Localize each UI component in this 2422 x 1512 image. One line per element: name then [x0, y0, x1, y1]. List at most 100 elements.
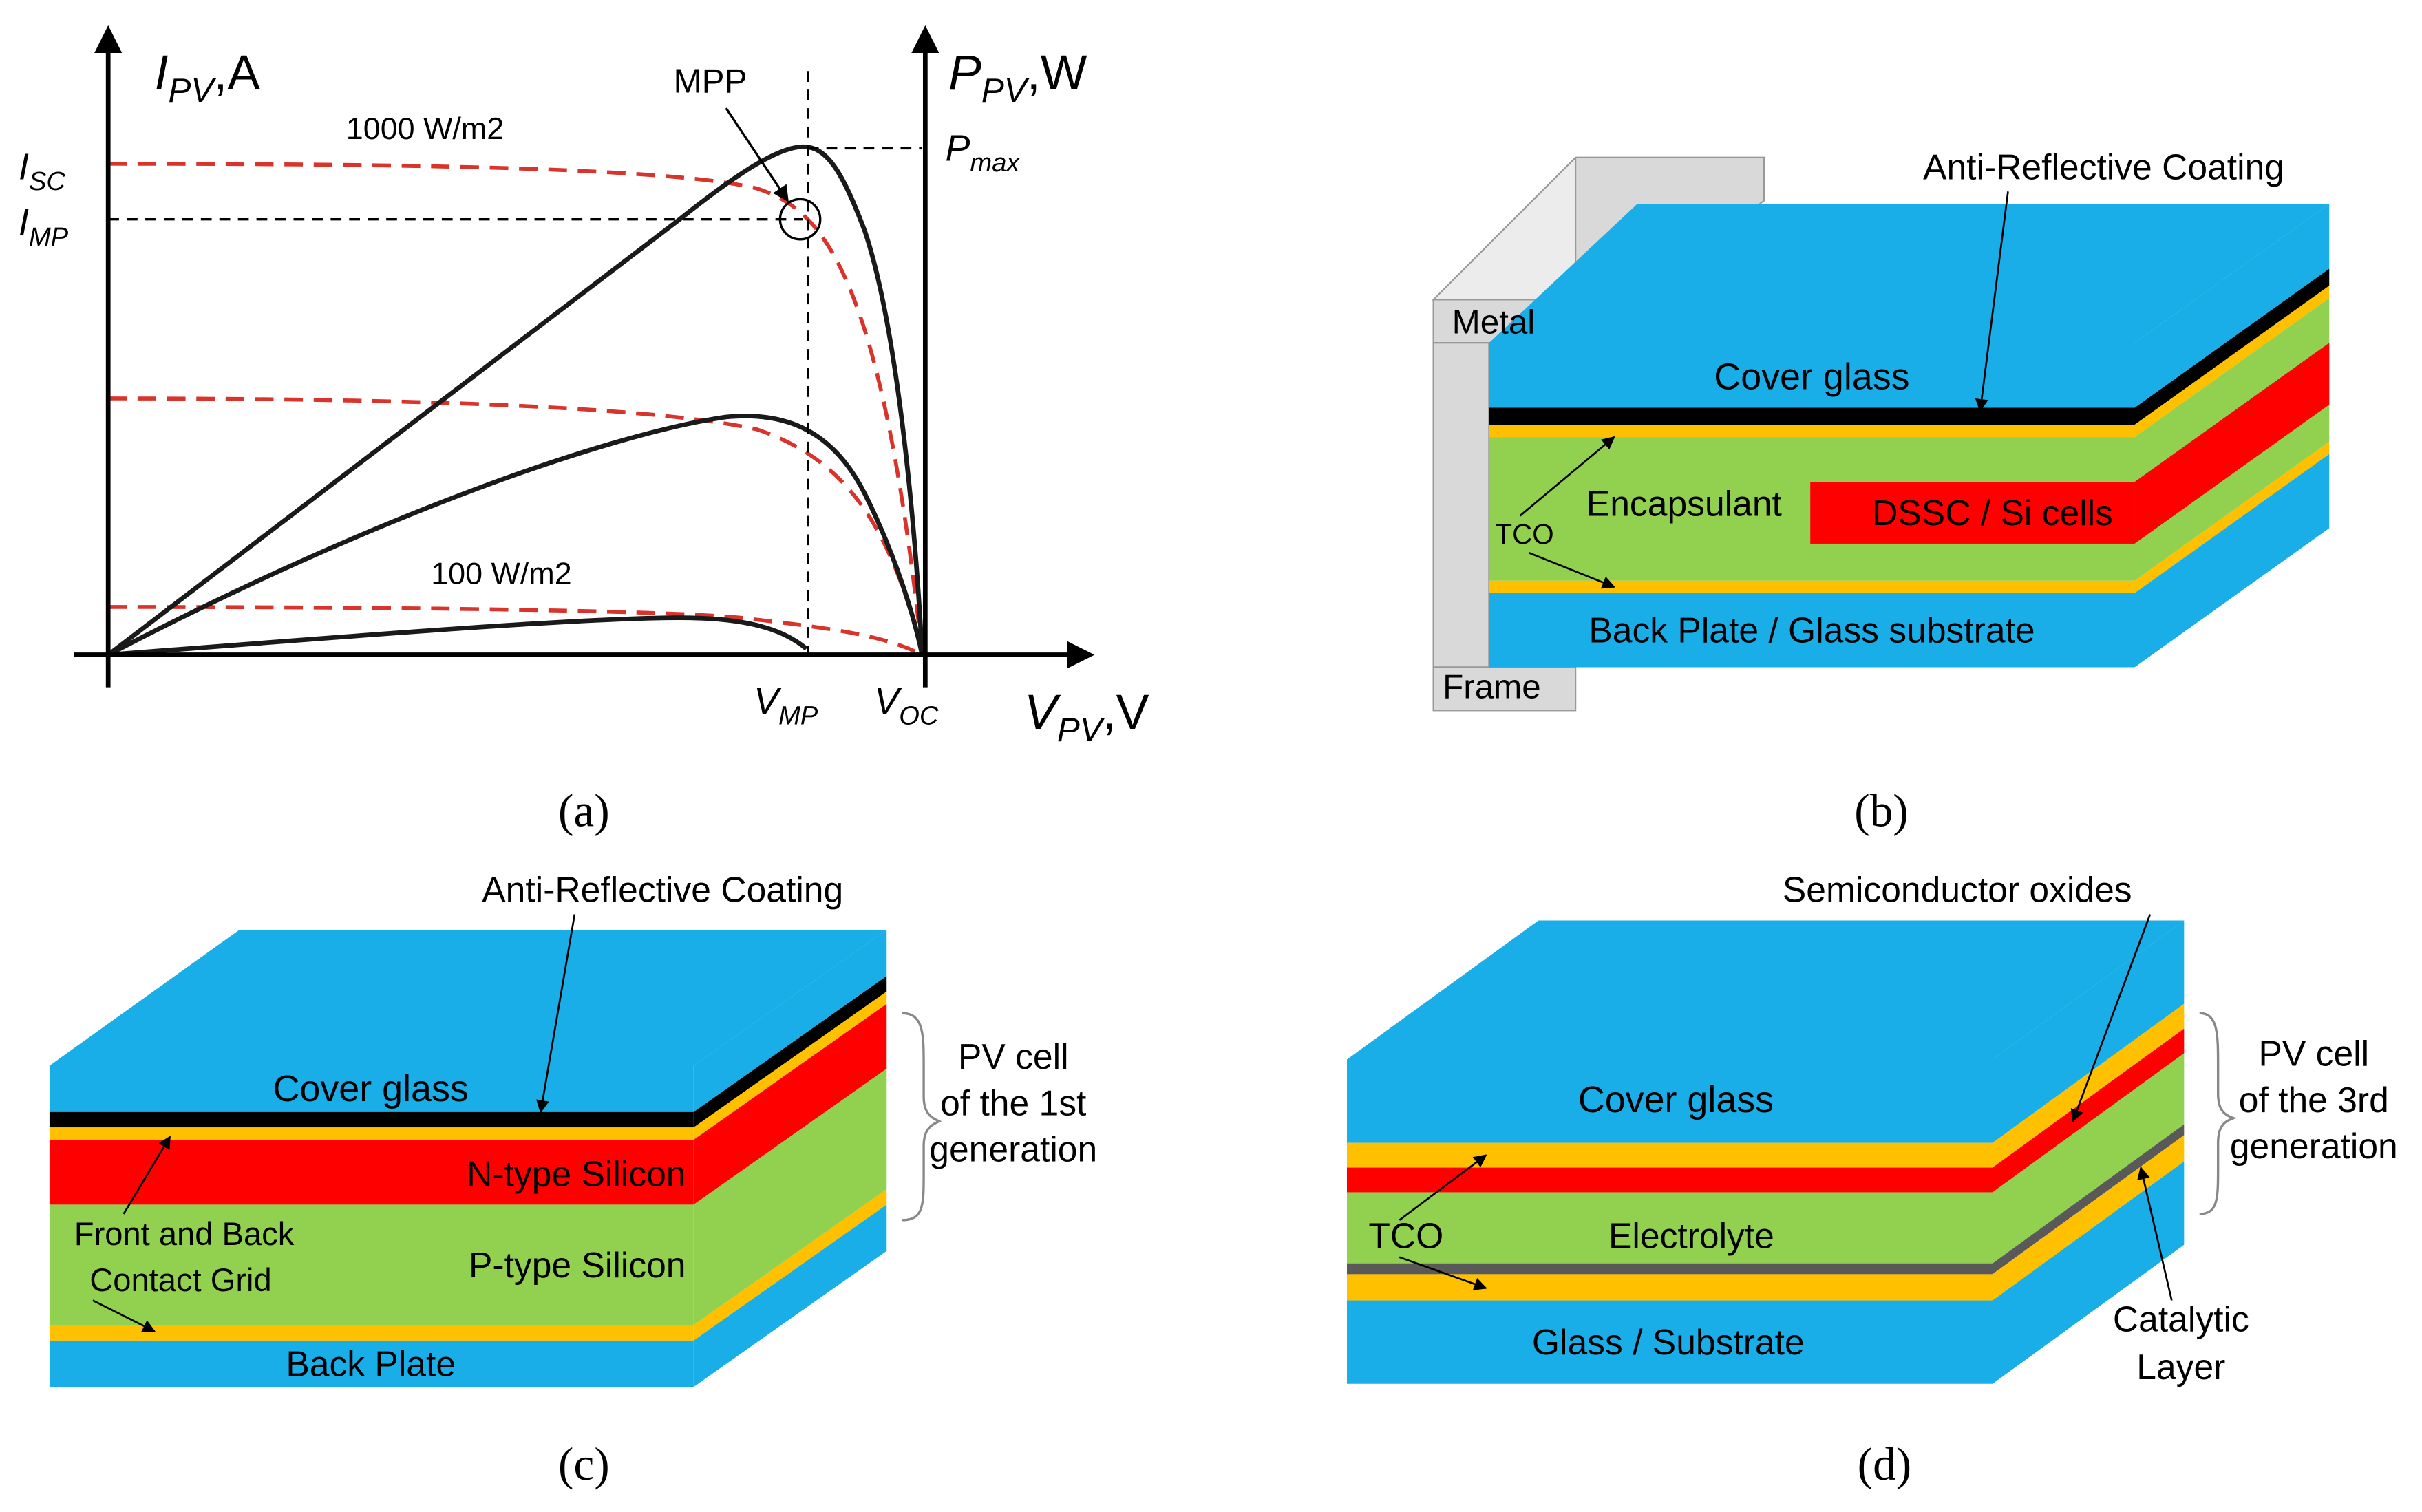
b-cover-glass [1489, 343, 2135, 408]
panel-c: Anti-Reflective Coating Cover glass N-ty… [49, 870, 1097, 1490]
d-catalytic-line-2: Layer [2136, 1347, 2225, 1387]
b-side-arc [2134, 268, 2330, 425]
imp-label: IMP [19, 202, 69, 252]
panel-a: IPV,A PPV,W VPV,V ISC IMP VMP VOC Pmax M… [19, 25, 1149, 837]
b-back-plate-label: Back Plate / Glass substrate [1589, 610, 2035, 650]
d-side-glass [1993, 920, 2185, 1143]
iv-curve-mid [108, 396, 924, 656]
d-electrolyte [1346, 1192, 1993, 1264]
d-oxides-label: Semiconductor oxides [1783, 870, 2132, 910]
d-tco-bottom [1346, 1274, 1993, 1301]
c-gen-line-2: of the 1st [940, 1083, 1086, 1122]
b-metal-label: Metal [1452, 304, 1536, 341]
b-side-tco-bottom [2134, 441, 2330, 593]
d-cover-glass-label: Cover glass [1578, 1079, 1774, 1120]
d-catalytic-pointer [2137, 1166, 2173, 1301]
p-axis-label: PPV,W [948, 45, 1087, 109]
b-side-back [2134, 454, 2330, 668]
b-cells [1810, 482, 2135, 544]
y-axis-label: IPV,A [155, 45, 261, 109]
c-back-plate [49, 1340, 694, 1387]
panel-b: Metal Frame Anti-Reflective Coating Cove… [1431, 147, 2330, 837]
b-cells-label: DSSC / Si cells [1872, 493, 2113, 533]
c-p-type-label: P-type Silicon [469, 1245, 686, 1285]
c-side-tco-bottom [693, 1189, 887, 1341]
x-axis-label: VPV,V [1024, 685, 1149, 749]
c-tco-bottom [49, 1325, 694, 1341]
d-side-electrolyte [1993, 1053, 2185, 1264]
b-side-cells [2134, 343, 2330, 544]
frame-bottom-front [1432, 666, 1577, 712]
d-side-tco-bottom [1993, 1135, 2185, 1301]
caption-d: (d) [1858, 1438, 1912, 1490]
d-gen-line-1: PV cell [2258, 1033, 2369, 1073]
iv-curve-1000 [108, 162, 924, 655]
b-back-plate [1489, 593, 2135, 668]
b-tco-label: TCO [1495, 518, 1553, 550]
c-side-n-type [693, 1003, 887, 1205]
c-brace [902, 1012, 942, 1222]
b-tco-pointer-top [1519, 436, 1615, 517]
b-tco-top [1489, 425, 2135, 438]
c-side-arc [693, 976, 887, 1128]
d-cover-glass [1346, 1059, 1993, 1143]
b-tco-pointer-bottom [1529, 552, 1615, 589]
d-gen-line-2: of the 3rd [2239, 1080, 2389, 1120]
b-side-glass [2134, 204, 2330, 408]
iv-curve-100 [108, 605, 924, 657]
d-tco-pointer-top [1399, 1154, 1487, 1221]
d-side-substrate [1993, 1161, 2185, 1384]
c-n-type-label: N-type Silicon [467, 1153, 686, 1193]
d-tco-label: TCO [1368, 1215, 1443, 1255]
c-grid-pointer-bottom [92, 1299, 156, 1332]
caption-b: (b) [1854, 785, 1909, 837]
d-side-tco-top [1993, 1003, 2185, 1168]
c-side-p-type [693, 1068, 887, 1325]
b-arc [1489, 407, 2135, 425]
caption-a: (a) [558, 785, 610, 837]
c-arc-pointer [536, 914, 576, 1114]
d-side-oxides [1993, 1028, 2185, 1193]
mpp-label: MPP [674, 63, 747, 100]
d-gen-line-3: generation [2230, 1126, 2398, 1166]
mpp-marker [778, 198, 822, 241]
d-top-face [1346, 920, 2185, 1060]
frame-column [1432, 342, 1490, 668]
irradiance-high-label: 1000 W/m2 [346, 111, 504, 146]
vmp-label: VMP [754, 681, 818, 731]
b-encapsulant-label: Encapsulant [1586, 484, 1782, 524]
d-electrolyte-label: Electrolyte [1608, 1215, 1774, 1255]
c-n-type [49, 1140, 694, 1205]
c-gen-line-1: PV cell [958, 1036, 1069, 1076]
c-arc-label: Anti-Reflective Coating [482, 870, 843, 910]
c-top-face [49, 929, 887, 1066]
b-top-face [1489, 204, 2330, 343]
d-tco-pointer-bottom [1399, 1256, 1487, 1290]
d-substrate [1346, 1300, 1993, 1384]
c-side-back [693, 1204, 887, 1387]
c-arc [49, 1111, 694, 1128]
b-side-tco-top [2134, 286, 2330, 438]
b-tco-bottom [1489, 580, 2135, 593]
pv-curve-100 [107, 615, 808, 657]
panel-d: Semiconductor oxides Cover glass TCO Ele… [1346, 870, 2398, 1490]
pv-curve-mid [107, 414, 925, 657]
b-arc-label: Anti-Reflective Coating [1923, 147, 2284, 187]
c-back-plate-label: Back Plate [286, 1344, 456, 1384]
c-grid-label-1: Front and Back [74, 1215, 295, 1252]
d-oxides [1346, 1167, 1993, 1193]
c-cover-glass-label: Cover glass [273, 1068, 469, 1109]
caption-c: (c) [558, 1438, 610, 1490]
irradiance-low-label: 100 W/m2 [431, 555, 572, 590]
c-tco-top [49, 1127, 694, 1140]
b-frame-label: Frame [1443, 668, 1541, 705]
d-brace [2199, 1012, 2237, 1215]
c-grid-pointer-top [123, 1136, 171, 1215]
c-grid-label-2: Contact Grid [89, 1261, 271, 1298]
c-side-glass [693, 929, 887, 1112]
c-p-type [49, 1204, 694, 1325]
c-gen-line-3: generation [929, 1129, 1097, 1169]
d-side-catalytic [1993, 1124, 2185, 1275]
b-arc-pointer [1975, 191, 2009, 412]
